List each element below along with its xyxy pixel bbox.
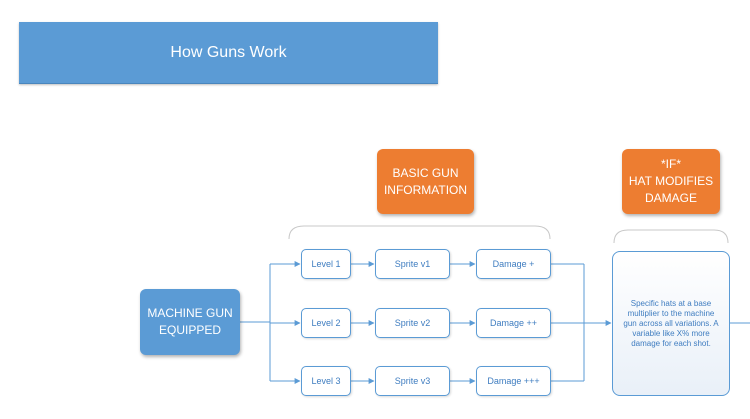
machine-gun-equipped-box: MACHINE GUN EQUIPPED [140, 289, 240, 355]
damage-2-node: Damage ++ [476, 308, 551, 338]
damage-1-node: Damage + [476, 249, 551, 279]
level-1-node: Level 1 [301, 249, 351, 279]
basic-info-bracket [288, 225, 551, 240]
sprite-v3-label: Sprite v3 [394, 376, 431, 386]
hat-description-panel: Specific hats at a base multiplier to th… [612, 251, 730, 396]
damage-3-label: Damage +++ [487, 376, 540, 386]
hat-description-text: Specific hats at a base multiplier to th… [623, 298, 719, 348]
machine-gun-line2: EQUIPPED [158, 323, 221, 337]
diagram-title: How Guns Work [170, 43, 287, 61]
basic-gun-info-box: BASIC GUN INFORMATION [377, 149, 474, 214]
level-3-node: Level 3 [301, 366, 351, 396]
damage-1-label: Damage + [492, 259, 535, 269]
hat-modifies-line2: HAT MODIFIES [628, 174, 714, 188]
level-2-node: Level 2 [301, 308, 351, 338]
level-1-label: Level 1 [311, 259, 341, 269]
damage-2-label: Damage ++ [489, 318, 538, 328]
basic-gun-info-line2: INFORMATION [383, 182, 468, 197]
hat-modifies-line3: DAMAGE [644, 191, 697, 205]
sprite-v2-label: Sprite v2 [394, 318, 431, 328]
sprite-v1-label: Sprite v1 [394, 259, 431, 269]
sprite-v1-node: Sprite v1 [375, 249, 450, 279]
hat-modifies-line1: *IF* [660, 157, 681, 171]
damage-3-node: Damage +++ [476, 366, 551, 396]
level-3-label: Level 3 [311, 376, 341, 386]
title-banner: How Guns Work [19, 22, 438, 84]
hat-bracket [613, 229, 729, 244]
machine-gun-line1: MACHINE GUN [147, 306, 233, 320]
hat-modifies-box: *IF* HAT MODIFIES DAMAGE [622, 149, 720, 214]
level-2-label: Level 2 [311, 318, 341, 328]
basic-gun-info-line1: BASIC GUN [392, 165, 459, 180]
sprite-v2-node: Sprite v2 [375, 308, 450, 338]
sprite-v3-node: Sprite v3 [375, 366, 450, 396]
